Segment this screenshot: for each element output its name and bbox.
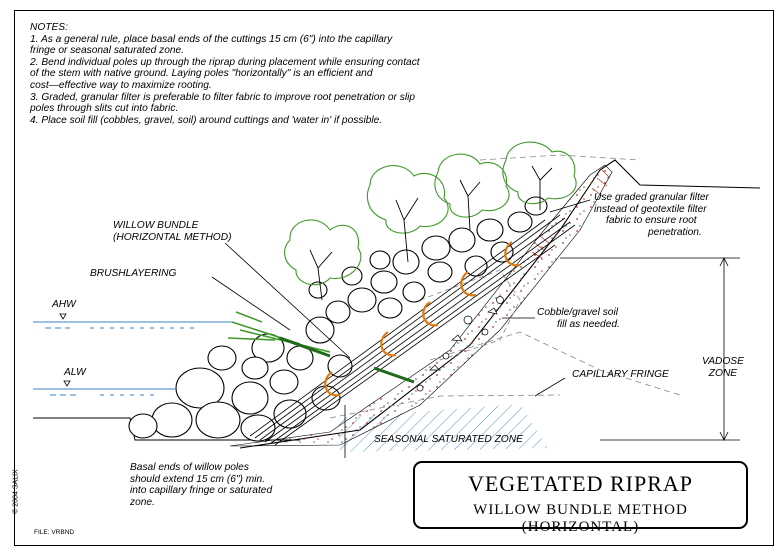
label-basal-ends: Basal ends of willow poles should extend…: [130, 462, 272, 508]
file-name: FILE: VRBND: [34, 529, 75, 536]
label-line: Use graded granular filter: [594, 192, 709, 203]
alw-marker: [63, 380, 71, 387]
note-line: fringe or seasonal saturated zone.: [30, 45, 185, 57]
label-alw: ALW: [64, 367, 86, 378]
drawing-title: VEGETATED RIPRAP: [467, 471, 694, 496]
label-brushlayering: BRUSHLAYERING: [90, 268, 177, 279]
label-line: VADOSE: [702, 356, 744, 367]
water-alw: [33, 388, 175, 396]
label-line: instead of geotextile filter: [594, 203, 707, 215]
label-line: penetration.: [648, 226, 702, 238]
drawing-subtitle: WILLOW BUNDLE METHOD (HORIZONTAL): [473, 502, 688, 535]
note-line: 2. Bend individual poles up through the …: [30, 56, 420, 68]
note-line: 1. As a general rule, place basal ends o…: [30, 33, 393, 45]
leader-lines: [211, 199, 591, 458]
label-line: into capillary fringe or saturated: [130, 485, 273, 496]
label-vadose-zone: VADOSE ZONE: [702, 356, 744, 379]
note-line: of the stem with native ground. Laying p…: [30, 68, 373, 80]
note-line: poles through slits cut into fabric.: [30, 103, 179, 115]
label-line: Basal ends of willow poles: [130, 462, 249, 473]
title-block: VEGETATED RIPRAP WILLOW BUNDLE METHOD (H…: [413, 461, 748, 535]
label-line: should extend 15 cm (6") min.: [130, 473, 265, 485]
note-line: 3. Graded, granular filter is preferable…: [30, 91, 416, 103]
label-capillary-fringe: CAPILLARY FRINGE: [572, 369, 669, 380]
tree-canopies: [284, 141, 577, 286]
grade-dashed: [479, 154, 641, 161]
note-line: 4. Place soil fill (cobbles, gravel, soi…: [30, 114, 383, 126]
label-seasonal-zone: SEASONAL SATURATED ZONE: [374, 434, 523, 445]
water-ahw: [33, 321, 234, 329]
capillary-fringe-line-lower: [329, 394, 561, 419]
label-line: zone.: [130, 496, 155, 508]
willow-poles: [249, 214, 576, 446]
label-line: WILLOW BUNDLE: [113, 220, 199, 231]
label-ahw: AHW: [52, 299, 76, 310]
vadose-dimension: [560, 257, 740, 441]
label-line: Cobble/gravel soil: [537, 307, 618, 318]
label-cobble-fill: Cobble/gravel soil fill as needed.: [537, 307, 620, 330]
label-filter-note: Use graded granular filter instead of ge…: [594, 192, 709, 238]
fill-pebbles: [416, 296, 504, 392]
tree-stems: [309, 165, 553, 301]
fill-dashed: [419, 269, 521, 361]
brushlayering-stakes: [279, 336, 415, 384]
riprap-stones: [128, 196, 548, 442]
notes-title: NOTES:: [30, 22, 68, 33]
label-line: fill as needed.: [557, 318, 620, 330]
label-willow-bundle: WILLOW BUNDLE (HORIZONTAL METHOD): [113, 220, 231, 243]
label-line: (HORIZONTAL METHOD): [113, 231, 232, 243]
bundle-ties: [324, 241, 521, 397]
copyright-mark: © 2004 SALIX: [12, 469, 20, 514]
label-line: fabric to ensure root: [606, 215, 697, 226]
note-line: cost—effective way to maximize rooting.: [30, 79, 212, 91]
capillary-fringe-line: [429, 331, 681, 396]
label-line: ZONE: [708, 367, 738, 379]
ahw-marker: [59, 313, 67, 320]
notes-block: NOTES: 1. As a general rule, place basal…: [30, 22, 590, 126]
drawing-frame: [14, 10, 774, 546]
